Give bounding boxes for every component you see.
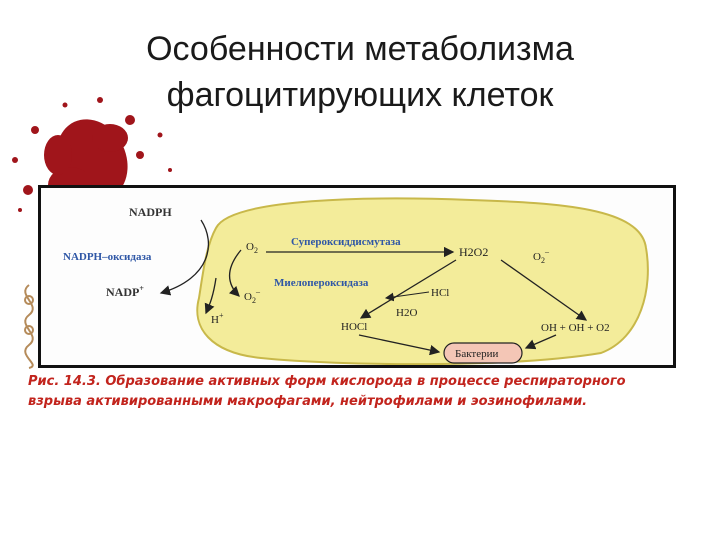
sod-label: Супероксиддисмутаза: [291, 236, 401, 248]
oxygen-reduction-arrow: [228, 249, 242, 297]
h2o2-to-oh-arrow: [500, 259, 588, 321]
nadph-oxidase-label: NADPH–оксидаза: [63, 251, 152, 263]
bacteria-shape: [443, 342, 523, 364]
ornament-decoration: [24, 284, 34, 369]
caption-line-2: взрыва активированными макрофагами, нейт…: [28, 394, 588, 409]
hocl-label: HOCl: [341, 321, 367, 333]
diagram-frame: NADPH NADPH–оксидаза NADP+ O2 O2– H+ Суп…: [38, 185, 676, 368]
o2-label: O2: [246, 241, 258, 255]
hocl-to-bacteria-arrow: [358, 334, 441, 356]
bacteria-label: Бактерии: [455, 348, 498, 360]
proton-release-arrow: [204, 277, 217, 315]
nadph-oxidation-arrow: [159, 219, 209, 296]
title-line-2: фагоцитирующих клеток: [166, 76, 554, 114]
mpo-label: Миелопероксидаза: [274, 277, 369, 289]
superoxide-label: O2–: [244, 287, 261, 305]
title-line-1: Особенности метаболизма: [146, 30, 574, 68]
hcl-label: HCl: [431, 287, 449, 299]
metabolism-diagram: NADPH NADPH–оксидаза NADP+ O2 O2– H+ Суп…: [63, 197, 649, 366]
superoxide-right-label: O2–: [533, 247, 550, 265]
figure-caption: Рис. 14.3. Образование активных форм кис…: [22, 370, 684, 416]
h2o2-to-hocl-arrow: [359, 259, 457, 319]
h2o2-label: H2O2: [459, 245, 488, 259]
h2o-label: H2O: [396, 307, 417, 319]
hcl-arrow: [384, 291, 430, 302]
nadp-label: NADP+: [106, 284, 144, 299]
figure: NADPH NADPH–оксидаза NADP+ O2 O2– H+ Суп…: [22, 180, 684, 416]
radicals-to-bacteria-arrow: [524, 334, 557, 350]
caption-line-1: Рис. 14.3. Образование активных форм кис…: [28, 374, 626, 389]
slide-title: Особенности метаболизма фагоцитирующих к…: [0, 26, 720, 118]
proton-label: H+: [211, 311, 224, 326]
cell-body: [196, 197, 649, 366]
radicals-label: OH + OH + O2: [541, 322, 610, 334]
nadph-label: NADPH: [129, 205, 172, 219]
